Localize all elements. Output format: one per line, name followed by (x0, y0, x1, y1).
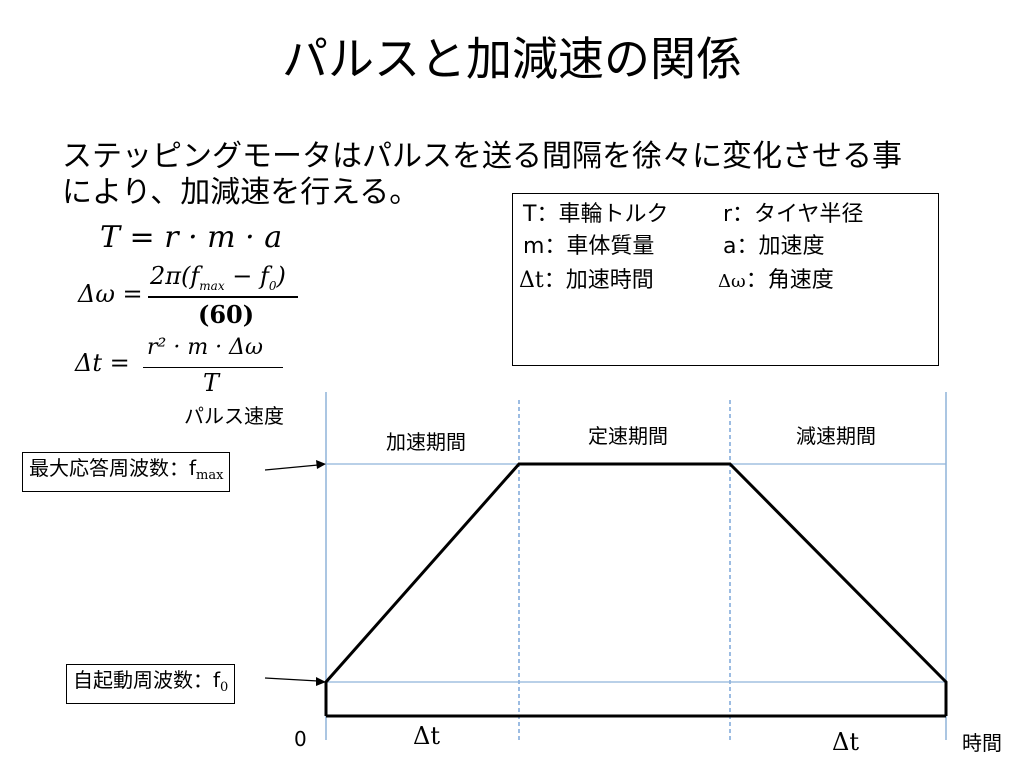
origin-label: 0 (294, 727, 307, 751)
f0-arrow (264, 677, 319, 682)
phase-label-accel: 加速期間 (386, 430, 466, 454)
intro-line-2: により、加減速を行える。 (62, 175, 420, 210)
legend-accel-time: Δt：加速時間 (519, 268, 654, 293)
x-axis-label: 時間 (962, 731, 1002, 755)
eq2-denominator: (60) (198, 300, 255, 329)
legend-torque: T：車輪トルク (523, 202, 669, 227)
eq3-numerator: r² · m · Δω (147, 335, 263, 360)
legend-mass: m：車体質量 (523, 234, 655, 259)
equation-accel-time: Δt = r² · m · Δω T (75, 335, 325, 405)
eq2-fraction-bar (148, 296, 298, 298)
equation-torque: T = r · m · a (100, 220, 283, 255)
fmax-arrow (264, 464, 319, 471)
callout-start-frequency: 自起動周波数：f0 (66, 664, 236, 704)
delta-t-decel: Δt (832, 728, 859, 756)
page-title: パルスと加減速の関係 (282, 32, 742, 86)
legend-acceleration: a：加速度 (723, 234, 825, 259)
legend-angular-velocity: Δω：角速度 (718, 268, 834, 293)
legend-radius: r：タイヤ半径 (723, 202, 864, 227)
callout-max-frequency: 最大応答周波数：fmax (22, 452, 231, 492)
eq3-fraction-bar (143, 367, 283, 368)
eq2-lhs: Δω = (78, 280, 143, 308)
delta-t-accel: Δt (413, 722, 440, 750)
fmax-arrowhead (316, 460, 326, 469)
f0-arrowhead (316, 677, 326, 686)
y-axis-label: パルス速度 (184, 404, 284, 428)
phase-label-decel: 減速期間 (796, 424, 876, 448)
eq3-denominator: T (203, 369, 220, 397)
phase-label-const: 定速期間 (588, 424, 668, 448)
legend-box: T：車輪トルク r：タイヤ半径 m：車体質量 a：加速度 Δt：加速時間 Δω：… (512, 193, 939, 366)
pulse-speed-profile (324, 462, 948, 716)
equation-angular-velocity: Δω = 2π(fmax − f0) (60) (78, 262, 318, 332)
eq3-lhs: Δt = (75, 349, 130, 377)
intro-line-1: ステッピングモータはパルスを送る間隔を徐々に変化させる事 (62, 139, 902, 174)
eq2-numerator: 2π(fmax − f0) (150, 262, 286, 293)
